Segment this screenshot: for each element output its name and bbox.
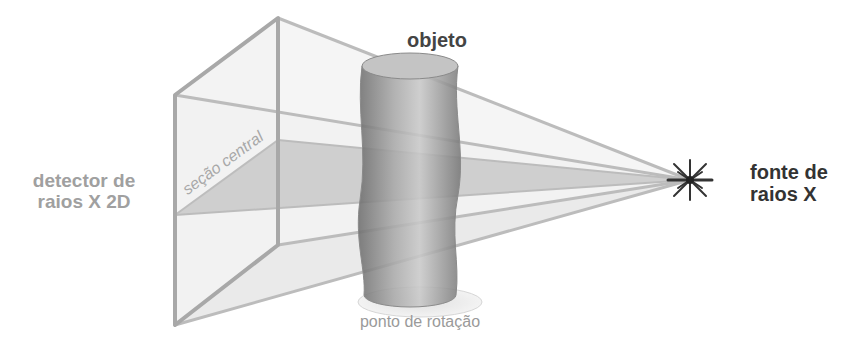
object-cylinder (358, 66, 460, 307)
x-ray-source (668, 160, 712, 200)
star-ray (678, 172, 702, 188)
source-label: fonte de raios X (750, 161, 850, 205)
rotation-label: ponto de rotação (360, 313, 480, 331)
detector-label: detector de raios X 2D (19, 171, 149, 213)
star-ray (678, 172, 702, 188)
detector-frame (175, 18, 278, 325)
ray (278, 180, 690, 245)
object-top (362, 53, 458, 79)
star-ray (674, 164, 706, 196)
object-label: objeto (407, 29, 467, 51)
source-core (686, 176, 694, 184)
x-ray-lines (175, 18, 690, 325)
star-ray (674, 164, 706, 196)
ray (278, 140, 690, 180)
ray (278, 18, 690, 180)
